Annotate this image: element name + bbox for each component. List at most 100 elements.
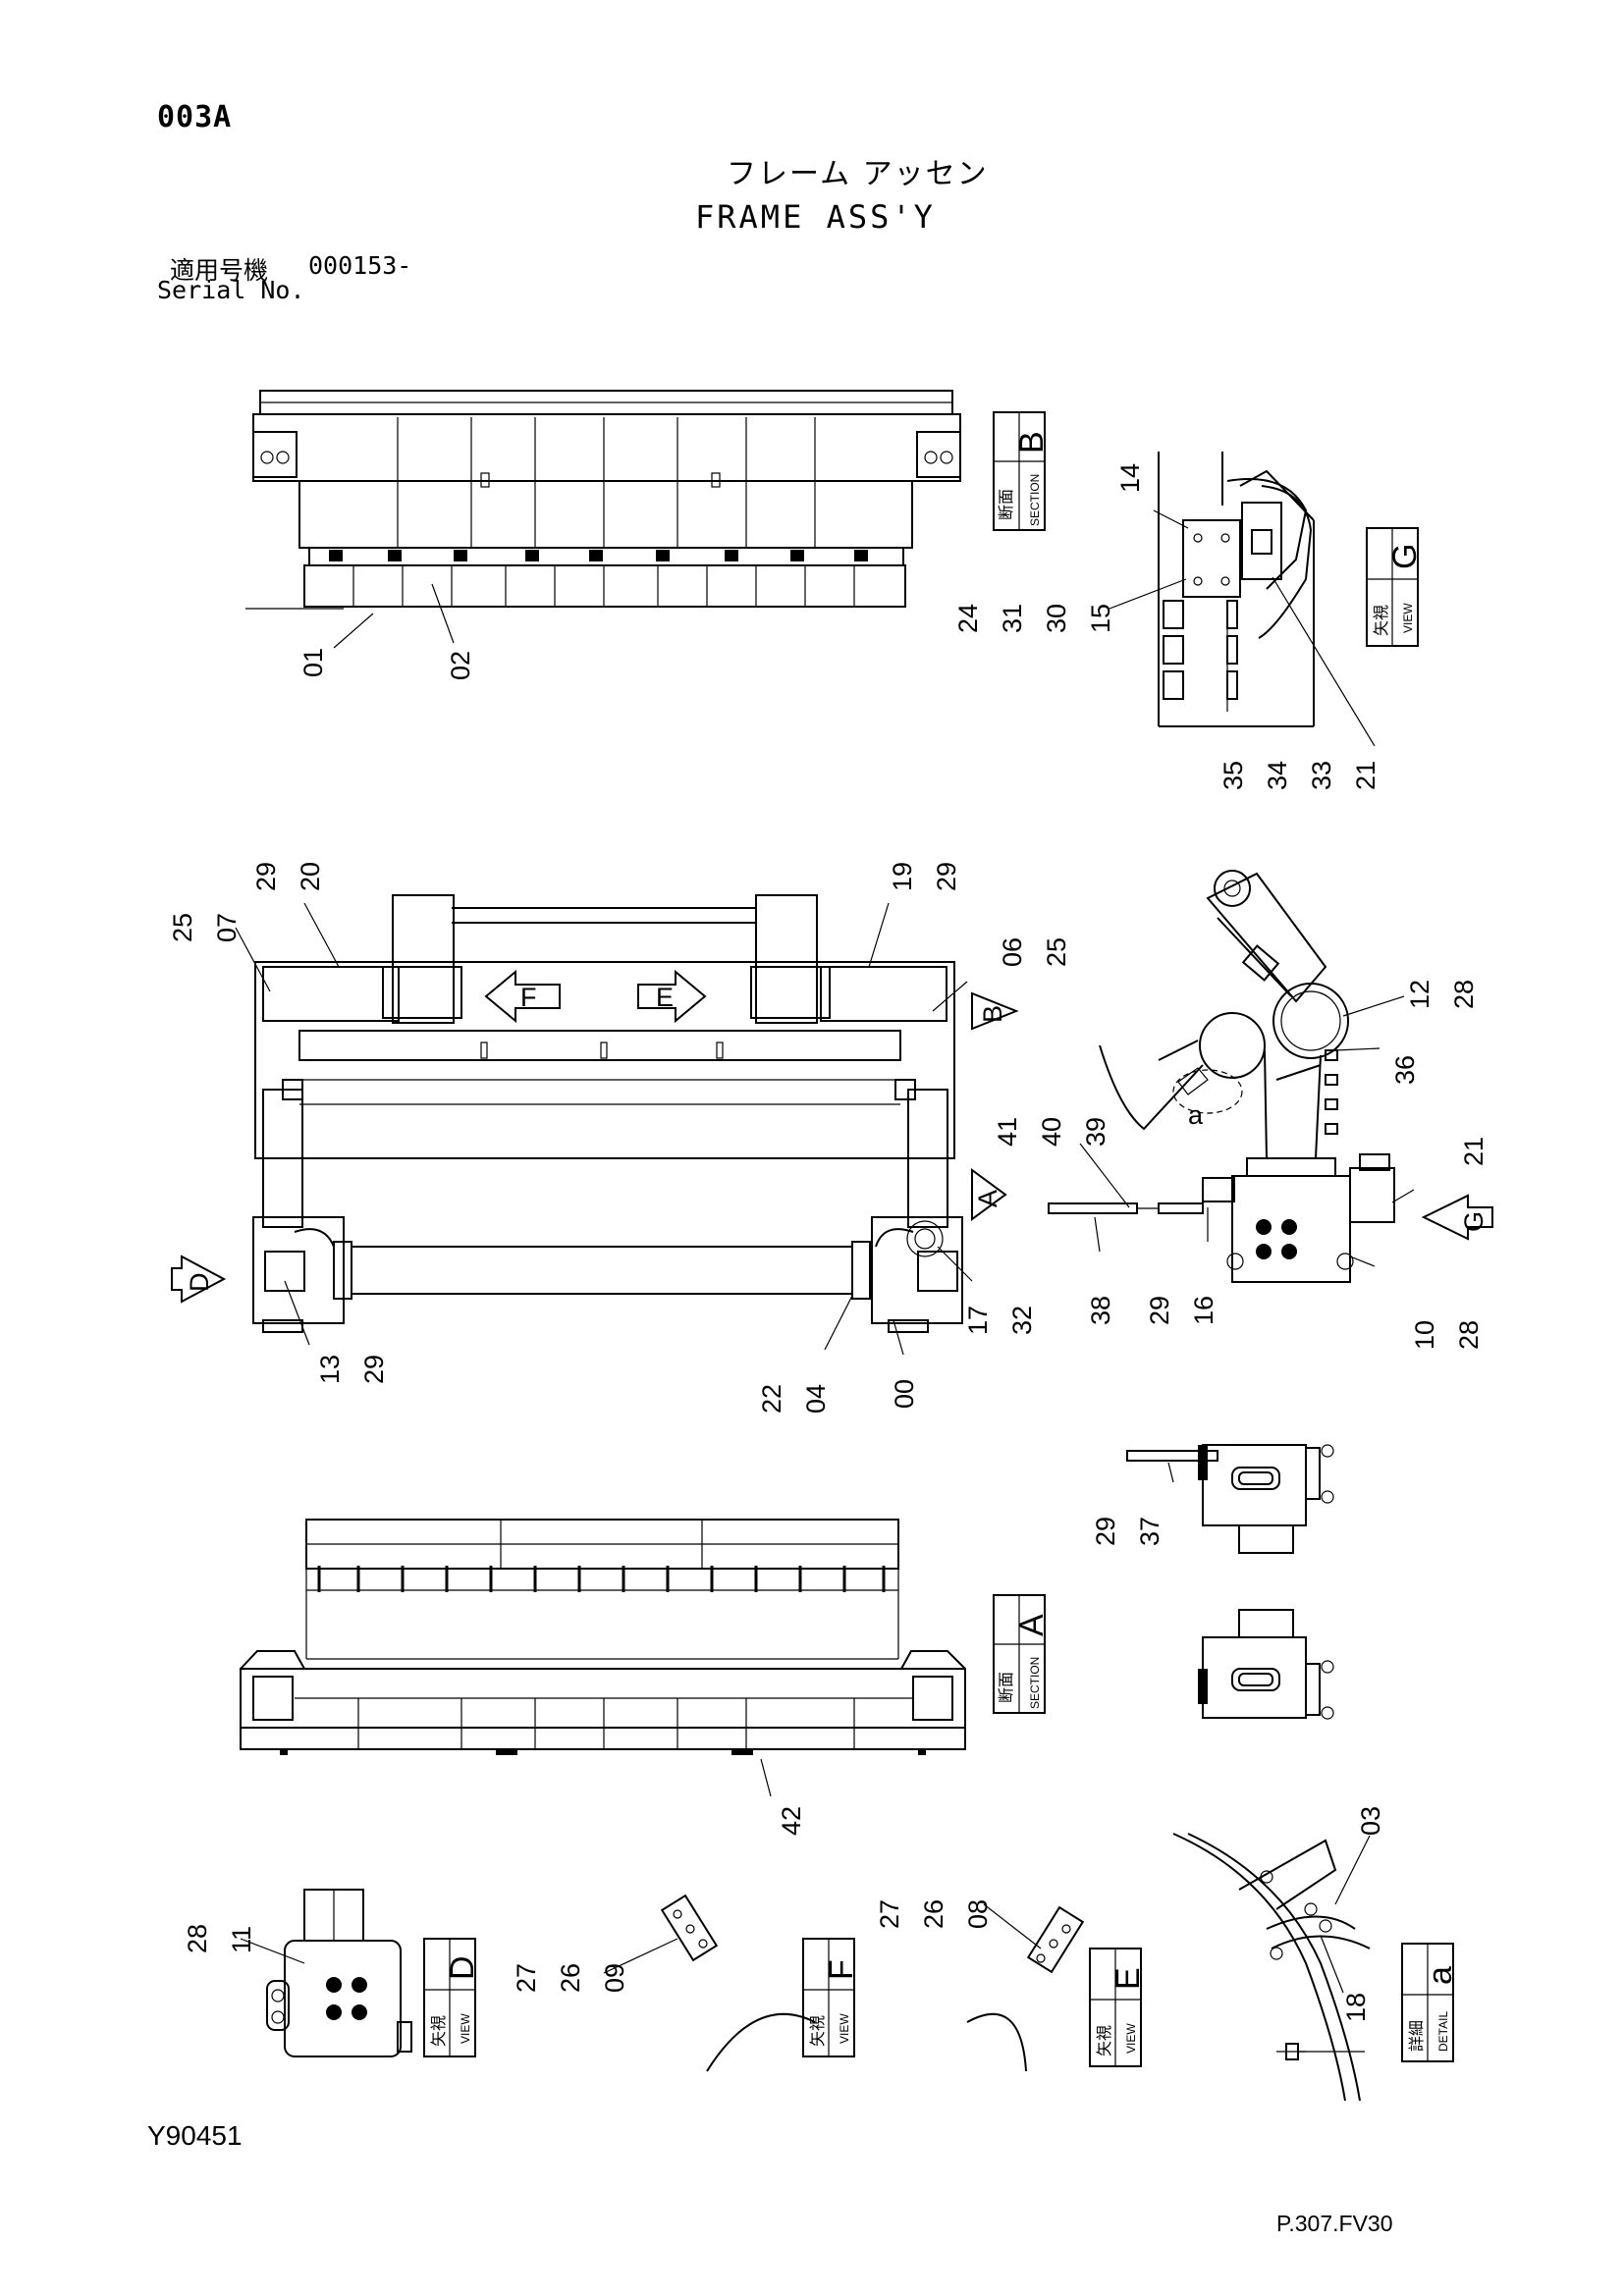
view-e-tag: E 矢視 VIEW: [1089, 1948, 1147, 2067]
detail-a-drawing: 03 18: [1172, 1806, 1385, 2102]
detail-a-en: DETAIL: [1436, 2011, 1450, 2052]
arrow-e-letter: E: [656, 983, 674, 1012]
callout-36-label: 36: [1390, 1055, 1420, 1085]
bracket-views: 29 37: [1091, 1444, 1334, 1720]
callout-28c-label: 28: [183, 1924, 212, 1953]
callout-29e-label: 29: [1091, 1517, 1120, 1546]
callout-15-label: 15: [1086, 604, 1115, 633]
view-f-tag: F 矢視 VIEW: [802, 1938, 860, 2057]
callout-01-label: 01: [298, 648, 328, 677]
callouts-plan-view: 25 07 29 20 19 29 06 25 13 29 22 04 00 1…: [168, 862, 1071, 1414]
title-english: FRAME ASS'Y: [695, 198, 936, 236]
detail-a-tag: a 詳細 DETAIL: [1401, 1943, 1459, 2062]
side-view: a: [1048, 870, 1395, 1283]
callout-04-label: 04: [801, 1384, 831, 1414]
view-e-en: VIEW: [1124, 2023, 1138, 2054]
callout-11-label: 11: [227, 1926, 256, 1953]
callout-19-label: 19: [888, 862, 917, 891]
arrow-f: F: [484, 969, 561, 1024]
callout-33-label: 33: [1307, 761, 1336, 790]
callout-35-label: 35: [1218, 761, 1248, 790]
callout-02-label: 02: [446, 651, 475, 680]
detail-a-letter: a: [1422, 1966, 1459, 1985]
callout-26b-label: 26: [919, 1899, 948, 1929]
section-a-view: 42: [240, 1519, 966, 1836]
callout-32-label: 32: [1007, 1306, 1037, 1335]
view-d-letter: D: [444, 1955, 481, 1980]
callout-02: 02: [431, 583, 475, 680]
view-g-jp: 矢視: [1372, 605, 1390, 636]
view-e-drawing: 27 26 08: [875, 1899, 1085, 2072]
callout-42-label: 42: [777, 1806, 806, 1836]
arrow-e: E: [637, 969, 707, 1024]
serial-label-english: Serial No.: [157, 276, 305, 304]
callout-17-label: 17: [963, 1306, 993, 1335]
callout-21a-label: 21: [1351, 761, 1380, 790]
callouts-section-b: 14 24 31 30 15 35 34 33 21: [953, 463, 1380, 790]
callout-29d-label: 29: [359, 1355, 389, 1384]
view-d-en: VIEW: [459, 2013, 472, 2044]
arrow-d: D: [171, 1255, 227, 1304]
view-d-drawing: 28 11: [183, 1889, 412, 2057]
view-d-jp: 矢視: [429, 2015, 448, 2047]
arrow-d-letter: D: [185, 1273, 214, 1293]
callout-26a-label: 26: [556, 1963, 585, 1993]
view-g-letter: G: [1386, 544, 1424, 569]
view-f-letter: F: [823, 1959, 860, 1980]
detail-a-marker: a: [1188, 1100, 1204, 1130]
serial-label-japanese: 適用号機: [170, 256, 269, 285]
callout-10-label: 10: [1410, 1320, 1439, 1350]
arrow-g: G: [1421, 1194, 1493, 1241]
callout-03-label: 03: [1356, 1806, 1385, 1836]
section-a-jp: 断面: [997, 1672, 1015, 1703]
arrow-b: B: [971, 991, 1019, 1031]
callout-21b-label: 21: [1459, 1137, 1489, 1166]
arrow-a-letter: A: [973, 1190, 1002, 1207]
arrow-a: A: [971, 1168, 1007, 1221]
top-frame-view: [245, 390, 961, 610]
callout-00-label: 00: [890, 1379, 919, 1409]
callouts-side-view: 12 28 36 41 40 39 21 38 29 16 10 28: [993, 980, 1489, 1350]
section-b-tag: B 断面 SECTION: [993, 411, 1051, 531]
callout-25b-label: 25: [1042, 937, 1071, 967]
page-code: 003A: [157, 100, 233, 134]
callout-14-label: 14: [1115, 463, 1145, 493]
callout-27b-label: 27: [875, 1899, 904, 1929]
detail-a-jp: 詳細: [1407, 2020, 1426, 2052]
section-a-en: SECTION: [1028, 1657, 1042, 1709]
callout-29c-label: 29: [1145, 1296, 1174, 1325]
callout-22-label: 22: [757, 1384, 786, 1414]
callout-29a-label: 29: [251, 862, 281, 891]
callout-18-label: 18: [1341, 1993, 1371, 2022]
drawing-id: Y90451: [147, 2120, 243, 2151]
view-f-jp: 矢視: [808, 2015, 827, 2047]
callout-07-label: 07: [212, 913, 242, 942]
view-e-letter: E: [1110, 1967, 1147, 1990]
callout-08-label: 08: [963, 1899, 993, 1929]
section-a-tag: A 断面 SECTION: [993, 1594, 1051, 1714]
callout-06-label: 06: [998, 937, 1027, 967]
callout-09-label: 09: [600, 1963, 629, 1993]
callout-27a-label: 27: [512, 1963, 541, 1993]
callout-12-label: 12: [1405, 980, 1435, 1009]
arrow-f-letter: F: [520, 983, 537, 1012]
callout-25a-label: 25: [168, 913, 197, 942]
callout-28b-label: 28: [1454, 1320, 1484, 1350]
callout-28a-label: 28: [1449, 980, 1479, 1009]
callout-13-label: 13: [315, 1355, 345, 1384]
title-japanese: フレーム アッセン: [727, 157, 989, 191]
callout-38-label: 38: [1086, 1296, 1115, 1325]
view-f-drawing: 27 26 09: [512, 1894, 816, 2072]
callout-01: 01: [298, 613, 374, 677]
callout-31-label: 31: [998, 604, 1027, 633]
page-reference: P.307.FV30: [1276, 2211, 1393, 2236]
callout-39-label: 39: [1081, 1117, 1110, 1147]
callout-20-label: 20: [296, 862, 325, 891]
arrow-b-letter: B: [978, 1005, 1007, 1023]
view-g-en: VIEW: [1401, 603, 1415, 633]
section-b-letter: B: [1013, 431, 1051, 454]
callout-29b-label: 29: [932, 862, 961, 891]
callout-37-label: 37: [1135, 1517, 1164, 1546]
